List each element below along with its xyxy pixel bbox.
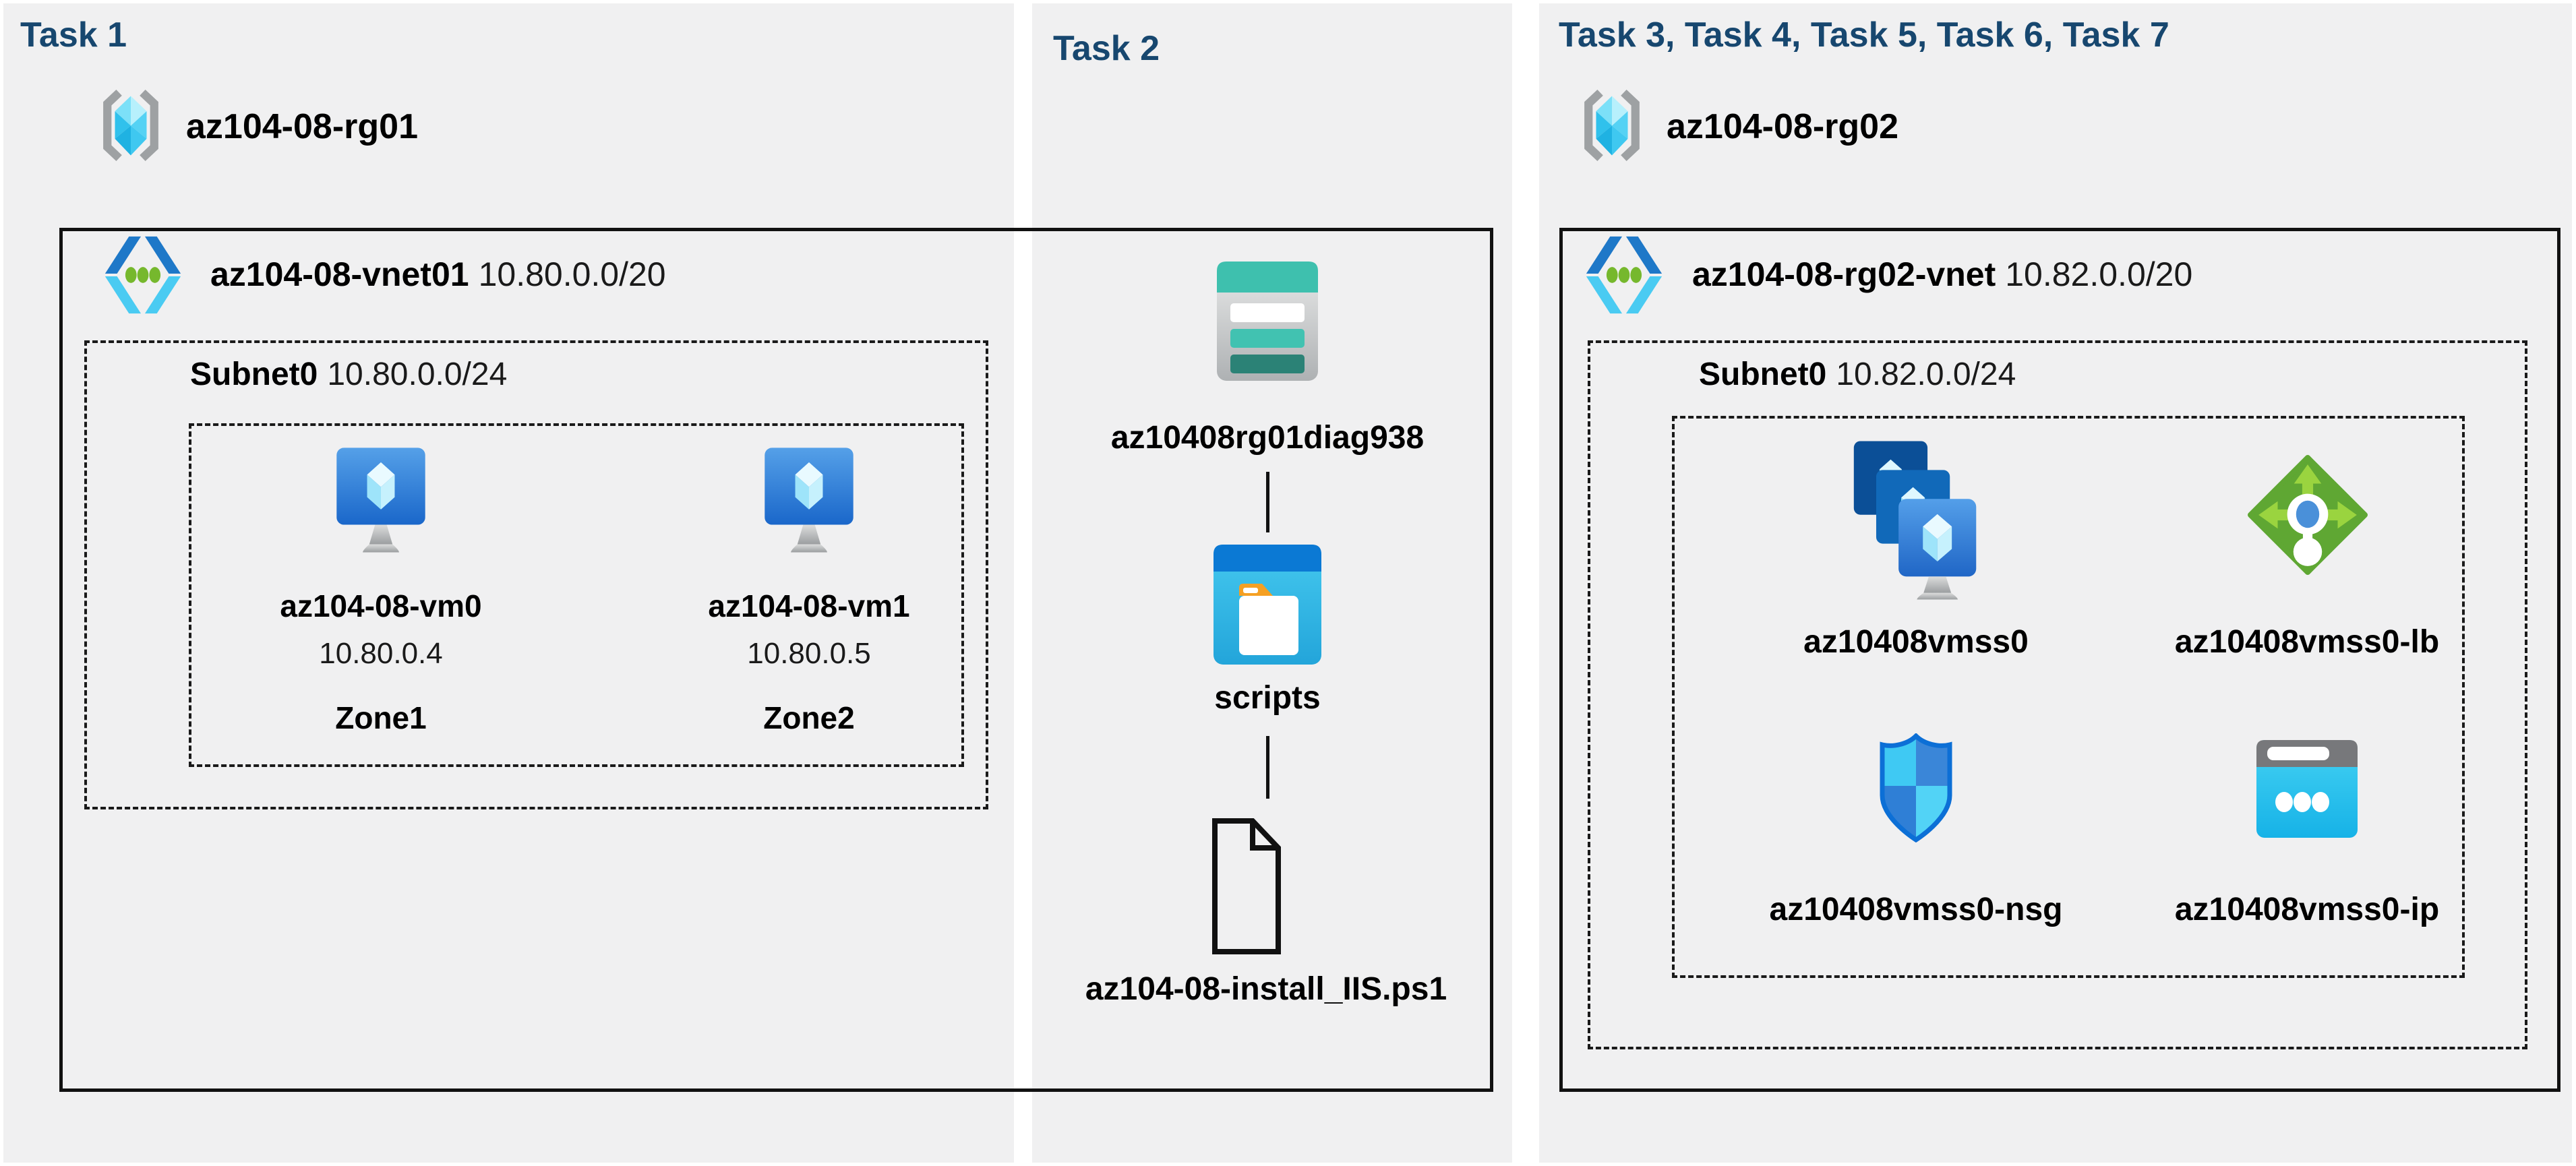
vm-ip: 10.80.0.5 [747, 637, 871, 670]
network-security-group-icon [1880, 733, 1952, 842]
subnet0-box [1588, 340, 2527, 1049]
vnet-name: az104-08-vnet01 [210, 255, 469, 293]
subnet-name: Subnet0 [190, 357, 318, 392]
subnet0-box [84, 340, 988, 809]
resource-group-name: az104-08-rg02 [1667, 107, 1898, 146]
subnet-label: Subnet0 10.80.0.0/24 [190, 356, 507, 393]
vm-name: az104-08-vm1 [708, 588, 910, 623]
file-icon [1212, 818, 1281, 954]
storage-account-icon [1217, 262, 1318, 381]
vm-scale-set-label: az10408vmss0 [1803, 624, 2029, 660]
resource-group-icon [103, 89, 158, 162]
resource-group-icon [1584, 89, 1640, 162]
load-balancer-label: az10408vmss0-lb [2174, 624, 2440, 660]
resource-group-inner-box [1672, 416, 2465, 978]
virtual-network-icon [1586, 236, 1663, 314]
task3-header: Task 3, Task 4, Task 5, Task 6, Task 7 [1559, 16, 2169, 55]
vm-name: az104-08-vm0 [280, 588, 482, 623]
public-ip-label: az10408vmss0-ip [2174, 892, 2440, 927]
file-label: az104-08-install_IIS.ps1 [1085, 971, 1447, 1007]
resource-group-name: az104-08-rg01 [186, 107, 418, 146]
vm-ip: 10.80.0.4 [319, 637, 443, 670]
vm-group-box [189, 423, 964, 767]
network-security-group-label: az10408vmss0-nsg [1769, 892, 2063, 927]
vnet-name: az104-08-rg02-vnet [1692, 255, 1996, 293]
vm-zone: Zone2 [763, 700, 855, 735]
subnet-label: Subnet0 10.82.0.0/24 [1699, 356, 2016, 393]
subnet-cidr: 10.80.0.0/24 [327, 357, 508, 392]
virtual-network-icon [104, 236, 181, 314]
vnet-cidr: 10.80.0.0/20 [478, 255, 666, 293]
task1-header: Task 1 [20, 16, 127, 55]
task1-panel [3, 3, 1014, 1163]
connector-line [1266, 736, 1269, 799]
vm-scale-set-icon [1853, 441, 1977, 600]
subnet-cidr: 10.82.0.0/24 [1836, 357, 2016, 392]
storage-account-label: az10408rg01diag938 [1110, 420, 1425, 456]
vnet01-boundary-box [59, 228, 1493, 1092]
subnet-name: Subnet0 [1699, 357, 1827, 392]
task2-header: Task 2 [1053, 29, 1160, 68]
virtual-machine-icon [765, 448, 853, 553]
blob-container-icon [1214, 545, 1321, 665]
task3-panel [1539, 3, 2572, 1163]
connector-line [1266, 472, 1269, 532]
blob-container-label: scripts [1214, 680, 1321, 716]
public-ip-icon [2256, 740, 2358, 838]
vm-zone: Zone1 [335, 700, 427, 735]
load-balancer-icon [2248, 455, 2368, 575]
vnet-cidr: 10.82.0.0/20 [2005, 255, 2193, 293]
virtual-machine-icon [336, 448, 425, 553]
rg02-vnet-boundary-box [1559, 228, 2560, 1092]
